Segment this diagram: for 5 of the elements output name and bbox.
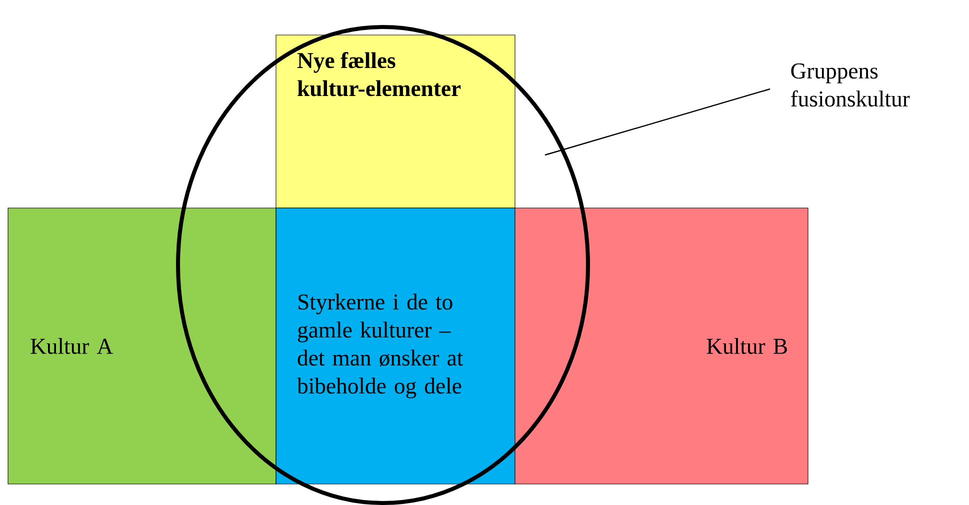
ellipse [176, 25, 590, 505]
text-box: Kultur B [514, 208, 808, 484]
text-box: Kultur A [8, 208, 276, 484]
callout-text: Gruppens fusionskultur [790, 63, 910, 107]
leader-line [544, 88, 770, 156]
